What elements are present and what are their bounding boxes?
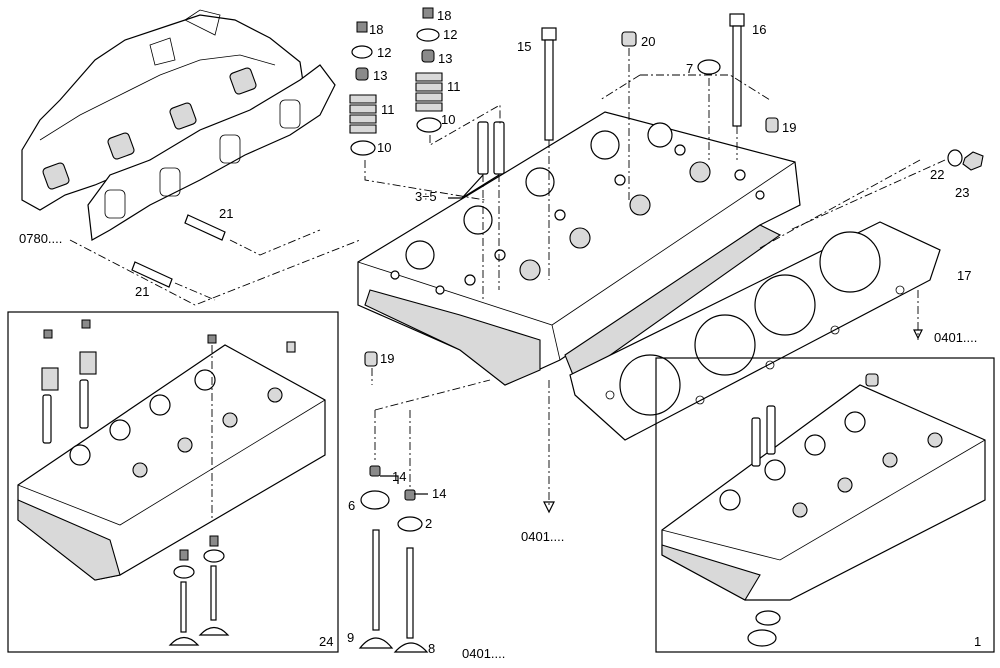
callout-10: 10 (441, 112, 456, 127)
callout-11: 11 (381, 102, 395, 117)
valve-guide-icon (477, 121, 505, 175)
valve-spring-icon (349, 7, 443, 156)
callout-18: 18 (369, 22, 384, 37)
callout-8: 8 (428, 641, 436, 656)
reference-0401: 0401.... (521, 529, 565, 544)
callout-19: 19 (380, 351, 395, 366)
callout-3-5: 3÷5 (415, 189, 437, 204)
head-bolt-icon (541, 13, 745, 141)
callout-10: 10 (377, 140, 392, 155)
callout-20: 20 (641, 34, 656, 49)
valve-icon (358, 465, 429, 653)
stud-icon (131, 214, 226, 288)
callout-9: 9 (347, 630, 355, 645)
inset-cylinder-head-icon-right (661, 373, 986, 647)
drain-plug-icon (947, 149, 984, 171)
reference-0780: 0780.... (19, 231, 63, 246)
callout-1: 1 (974, 634, 982, 649)
callout-17: 17 (957, 268, 972, 283)
inset-valve-icon (168, 535, 230, 646)
callout-16: 16 (752, 22, 767, 37)
inset-cylinder-head-icon (17, 319, 326, 581)
callout-19: 19 (782, 120, 797, 135)
reference-0401: 0401.... (934, 330, 978, 345)
callout-12: 12 (377, 45, 392, 60)
inset-box-24 (7, 311, 339, 653)
reference-0401: 0401.... (462, 646, 506, 661)
callout-15: 15 (517, 39, 532, 54)
callout-6: 6 (348, 498, 356, 513)
callout-13: 13 (438, 51, 453, 66)
callout-11: 11 (447, 79, 461, 94)
callout-7: 7 (686, 61, 694, 76)
callout-21: 21 (219, 206, 234, 221)
inset-box-1 (655, 357, 995, 653)
exhaust-manifold-icon (21, 9, 306, 211)
plug-icon (364, 31, 779, 367)
callout-22: 22 (930, 167, 945, 182)
manifold-gasket-icon (87, 64, 336, 241)
callout-13: 13 (373, 68, 388, 83)
head-gasket-icon (569, 221, 941, 441)
callout-24: 24 (319, 634, 334, 649)
cylinder-head-icon (357, 111, 801, 386)
callout-21: 21 (135, 284, 150, 299)
callout-14: 14 (432, 486, 447, 501)
callout-23: 23 (955, 185, 970, 200)
callout-2: 2 (425, 516, 433, 531)
callout-12: 12 (443, 27, 458, 42)
callout-14: 14 (392, 469, 407, 484)
callout-18: 18 (437, 8, 452, 23)
